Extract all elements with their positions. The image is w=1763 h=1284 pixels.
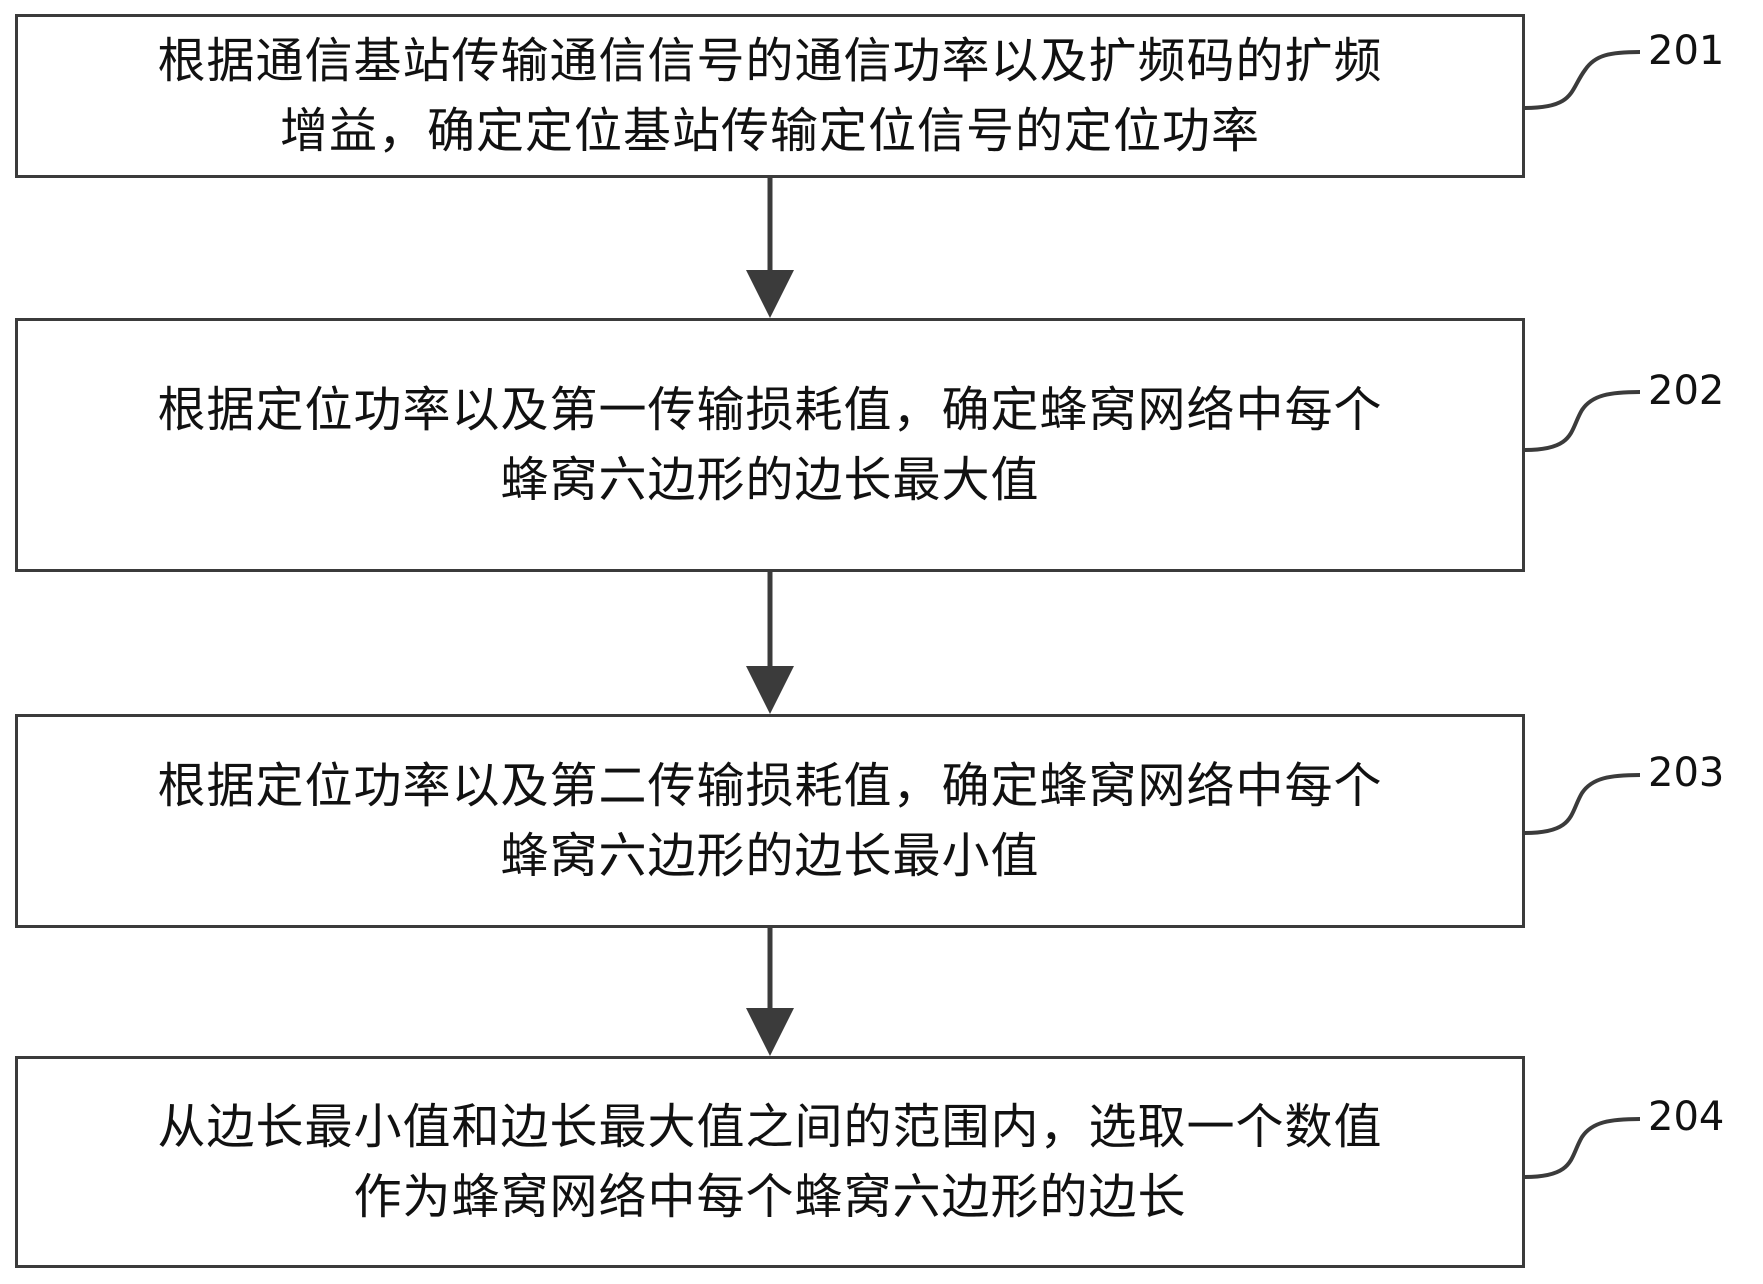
step-box-201: 根据通信基站传输通信信号的通信功率以及扩频码的扩频 增益，确定定位基站传输定位信…	[15, 14, 1525, 178]
step-box-202: 根据定位功率以及第一传输损耗值，确定蜂窝网络中每个 蜂窝六边形的边长最大值	[15, 318, 1525, 572]
step-201-line2: 增益，确定定位基站传输定位信号的定位功率	[279, 103, 1260, 159]
leader-line-203	[1524, 773, 1641, 835]
step-number-203: 203	[1648, 750, 1725, 796]
step-203-line1: 根据定位功率以及第二传输损耗值，确定蜂窝网络中每个	[157, 758, 1383, 814]
arrow-202-to-203	[746, 572, 794, 714]
step-204-line2: 作为蜂窝网络中每个蜂窝六边形的边长	[353, 1169, 1187, 1225]
step-202-line1: 根据定位功率以及第一传输损耗值，确定蜂窝网络中每个	[157, 382, 1383, 438]
step-text-204: 从边长最小值和边长最大值之间的范围内，选取一个数值 作为蜂窝网络中每个蜂窝六边形…	[137, 1092, 1402, 1232]
step-number-201: 201	[1648, 28, 1725, 74]
step-201-line1: 根据通信基站传输通信信号的通信功率以及扩频码的扩频	[157, 33, 1383, 89]
step-204-line1: 从边长最小值和边长最大值之间的范围内，选取一个数值	[157, 1099, 1383, 1155]
step-text-202: 根据定位功率以及第一传输损耗值，确定蜂窝网络中每个 蜂窝六边形的边长最大值	[137, 375, 1402, 515]
arrow-203-to-204	[746, 928, 794, 1056]
step-202-line2: 蜂窝六边形的边长最大值	[500, 452, 1040, 508]
step-number-202: 202	[1648, 368, 1725, 414]
step-box-203: 根据定位功率以及第二传输损耗值，确定蜂窝网络中每个 蜂窝六边形的边长最小值	[15, 714, 1525, 928]
step-text-201: 根据通信基站传输通信信号的通信功率以及扩频码的扩频 增益，确定定位基站传输定位信…	[137, 26, 1402, 166]
step-box-204: 从边长最小值和边长最大值之间的范围内，选取一个数值 作为蜂窝网络中每个蜂窝六边形…	[15, 1056, 1525, 1268]
step-number-204: 204	[1648, 1094, 1725, 1140]
leader-line-204	[1524, 1117, 1641, 1179]
step-text-203: 根据定位功率以及第二传输损耗值，确定蜂窝网络中每个 蜂窝六边形的边长最小值	[137, 751, 1402, 891]
step-203-line2: 蜂窝六边形的边长最小值	[500, 828, 1040, 884]
leader-line-201	[1524, 50, 1641, 110]
arrow-201-to-202	[746, 178, 794, 318]
leader-line-202	[1524, 390, 1641, 452]
